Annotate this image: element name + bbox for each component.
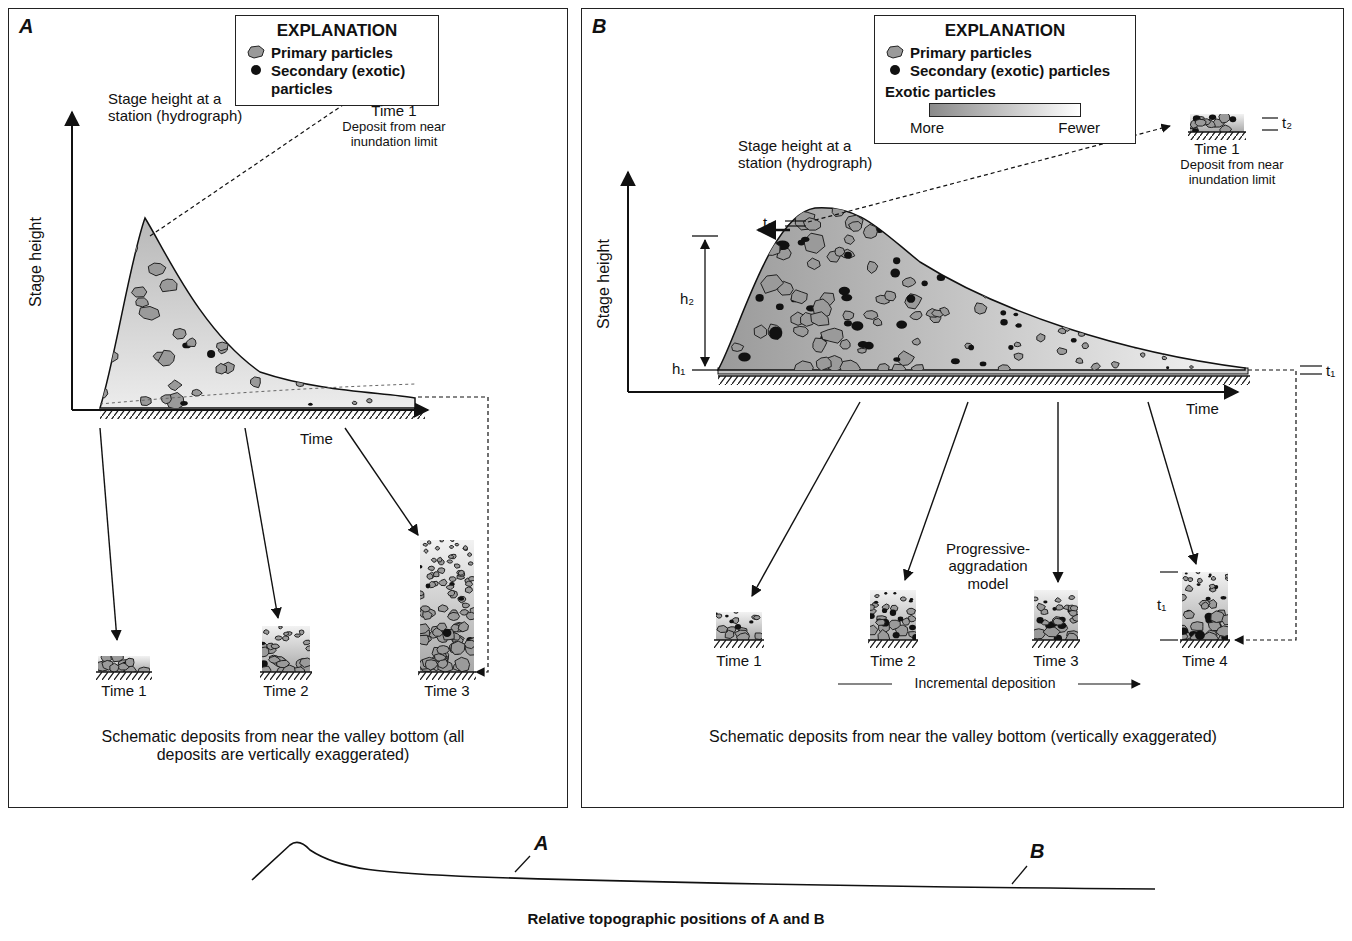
- explanation-box: EXPLANATION Primary particlesSecondary (e…: [235, 15, 439, 106]
- legend-title: EXPLANATION: [885, 21, 1125, 41]
- label: Time 3: [412, 682, 482, 699]
- axis-title: Stage height: [27, 217, 45, 307]
- bar-labels: More Fewer: [910, 119, 1100, 136]
- label: Time 1: [354, 102, 434, 119]
- label: Time 2: [251, 682, 321, 699]
- label: t₂: [1282, 114, 1306, 131]
- label: Time 3: [1021, 652, 1091, 669]
- label: Deposit from near inundation limit: [324, 120, 464, 150]
- legend-text: Primary particles: [271, 44, 393, 61]
- primary-particle-symbol: [885, 45, 905, 59]
- legend-subtitle: Exotic particles: [885, 83, 1125, 100]
- bar-label: Fewer: [1058, 119, 1100, 136]
- label: Time 4: [1170, 652, 1240, 669]
- legend-entry: Secondary (exotic) particles: [885, 62, 1125, 79]
- label: Stage height at a station (hydrograph): [738, 137, 888, 172]
- exotic-particle-symbol: [885, 63, 905, 77]
- label: Schematic deposits from near the valley …: [73, 728, 493, 765]
- panel-letter: B: [592, 15, 606, 38]
- caption: Relative topographic positions of A and …: [376, 910, 976, 927]
- label: Time 2: [858, 652, 928, 669]
- label: h₁: [672, 360, 696, 377]
- label: Deposit from near inundation limit: [1162, 158, 1302, 188]
- legend-entry: Secondary (exotic) particles: [246, 62, 428, 97]
- legend-text: Secondary (exotic) particles: [271, 62, 428, 97]
- label: t₁: [1157, 596, 1179, 613]
- label: Progressive-aggradation model: [928, 540, 1048, 592]
- label: A: [534, 832, 558, 855]
- label: Time 1: [704, 652, 774, 669]
- label: t₂: [763, 214, 787, 231]
- label: Incremental deposition: [895, 675, 1075, 691]
- label: t₁: [1326, 362, 1348, 379]
- label: h₂: [680, 290, 704, 307]
- explanation-box: EXPLANATION Primary particlesSecondary (e…: [874, 15, 1136, 144]
- label: Time 1: [89, 682, 159, 699]
- bar-label: More: [910, 119, 944, 136]
- legend-title: EXPLANATION: [246, 21, 428, 41]
- exotic-particle-symbol: [246, 63, 266, 77]
- legend-entry: Primary particles: [246, 44, 428, 61]
- label: Time 1: [1177, 140, 1257, 157]
- label: B: [1030, 840, 1054, 863]
- legend-entry: Primary particles: [885, 44, 1125, 61]
- gradient-bar: [929, 103, 1081, 117]
- label: Time: [1186, 400, 1246, 417]
- legend-text: Primary particles: [910, 44, 1032, 61]
- label: Time: [300, 430, 360, 447]
- label: Stage height at a station (hydrograph): [108, 90, 258, 125]
- label: Schematic deposits from near the valley …: [683, 728, 1243, 746]
- legend-text: Secondary (exotic) particles: [910, 62, 1110, 79]
- primary-particle-symbol: [246, 45, 266, 59]
- axis-title: Stage height: [595, 239, 613, 329]
- panel-letter: A: [19, 15, 33, 38]
